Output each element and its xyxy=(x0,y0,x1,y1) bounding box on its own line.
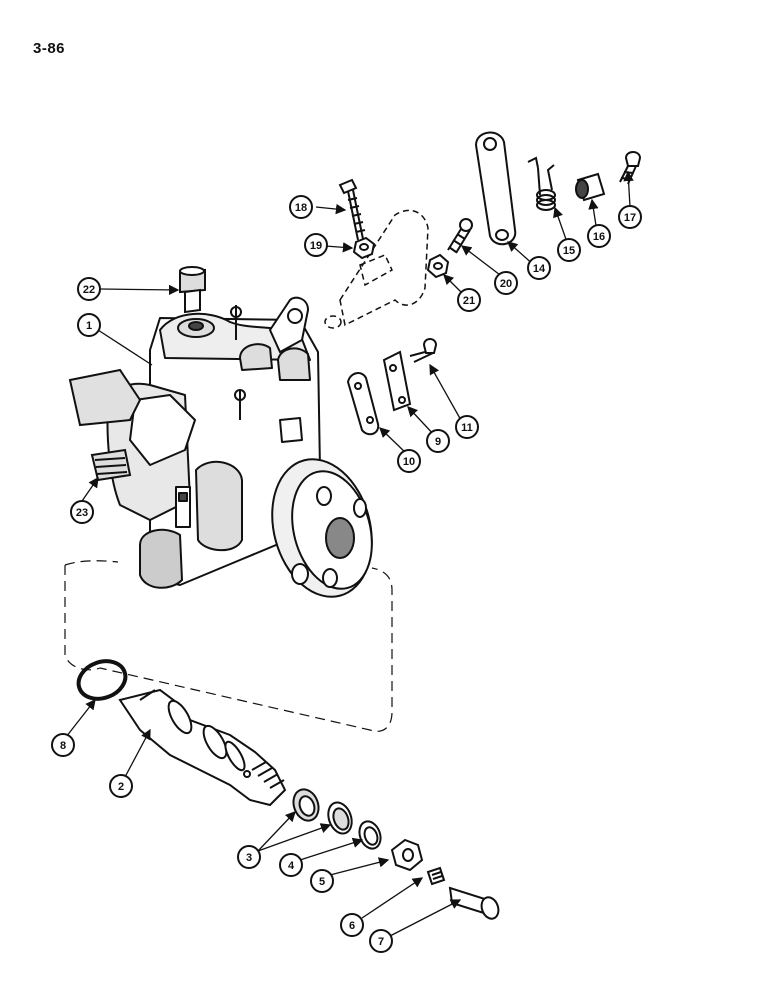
part-5-lock-washer xyxy=(358,820,382,850)
svg-text:10: 10 xyxy=(403,456,415,468)
svg-text:6: 6 xyxy=(349,920,355,932)
page-number: 3-86 xyxy=(33,40,66,57)
callout-19: 19 xyxy=(304,233,328,257)
svg-text:14: 14 xyxy=(533,263,546,275)
callout-18: 18 xyxy=(289,195,313,219)
svg-text:7: 7 xyxy=(378,936,384,948)
callout-21: 21 xyxy=(457,288,481,312)
throttle-lever-assembly xyxy=(268,296,310,354)
svg-text:4: 4 xyxy=(288,860,295,872)
part-10-gasket xyxy=(346,372,380,436)
callout-6: 6 xyxy=(340,913,364,937)
part-17-screw xyxy=(619,151,642,185)
callout-20: 20 xyxy=(494,271,518,295)
callout-9: 9 xyxy=(426,429,450,453)
callout-7: 7 xyxy=(369,929,393,953)
part-6-nut xyxy=(390,838,424,872)
part-18-screw xyxy=(338,178,366,241)
callout-8: 8 xyxy=(51,733,75,757)
part-8-o-ring xyxy=(76,659,128,701)
pump-front-fittings xyxy=(68,368,142,482)
svg-text:18: 18 xyxy=(295,202,307,214)
svg-text:23: 23 xyxy=(76,507,88,519)
svg-text:17: 17 xyxy=(624,212,636,224)
callout-3: 3 xyxy=(237,845,261,869)
part-11-screw xyxy=(409,338,438,363)
callout-11: 11 xyxy=(455,415,479,439)
callout-5: 5 xyxy=(310,869,334,893)
svg-text:2: 2 xyxy=(118,781,124,793)
pump-drive-flange xyxy=(271,458,373,598)
svg-text:21: 21 xyxy=(463,295,475,307)
part-20-screw xyxy=(447,218,473,254)
callout-22: 22 xyxy=(77,277,101,301)
svg-text:1: 1 xyxy=(86,320,92,332)
part-2-driveshaft xyxy=(118,688,287,807)
callout-16: 16 xyxy=(587,224,611,248)
svg-text:19: 19 xyxy=(310,240,322,252)
svg-text:8: 8 xyxy=(60,740,66,752)
svg-text:22: 22 xyxy=(83,284,95,296)
dashed-shaft-outline xyxy=(64,560,393,732)
part-21-nut xyxy=(426,253,450,279)
part-3-bearing xyxy=(292,788,353,835)
svg-text:15: 15 xyxy=(563,245,575,257)
callout-14: 14 xyxy=(527,256,551,280)
callout-17: 17 xyxy=(618,205,642,229)
dashed-bracket-outline xyxy=(324,209,429,329)
part-15-spring xyxy=(527,156,556,211)
callout-1: 1 xyxy=(77,313,101,337)
callout-15: 15 xyxy=(557,238,581,262)
part-7-bolt xyxy=(448,886,500,920)
callouts: 1 2 3 4 5 6 7 8 9 10 11 14 15 16 17 18 1… xyxy=(51,195,642,953)
part-16-bushing xyxy=(575,172,606,202)
svg-text:9: 9 xyxy=(435,436,441,448)
part-key xyxy=(426,866,446,886)
part-19-nut xyxy=(352,236,376,260)
part-9-plate xyxy=(382,350,412,412)
svg-text:11: 11 xyxy=(461,422,473,434)
callout-2: 2 xyxy=(109,774,133,798)
part-22-fitting xyxy=(179,266,206,314)
part-14-link xyxy=(474,131,517,246)
svg-text:20: 20 xyxy=(500,278,512,290)
svg-text:16: 16 xyxy=(593,231,605,243)
svg-text:5: 5 xyxy=(319,876,325,888)
svg-text:3: 3 xyxy=(246,852,252,864)
callout-23: 23 xyxy=(70,500,94,524)
callout-4: 4 xyxy=(279,853,303,877)
callout-10: 10 xyxy=(397,449,421,473)
